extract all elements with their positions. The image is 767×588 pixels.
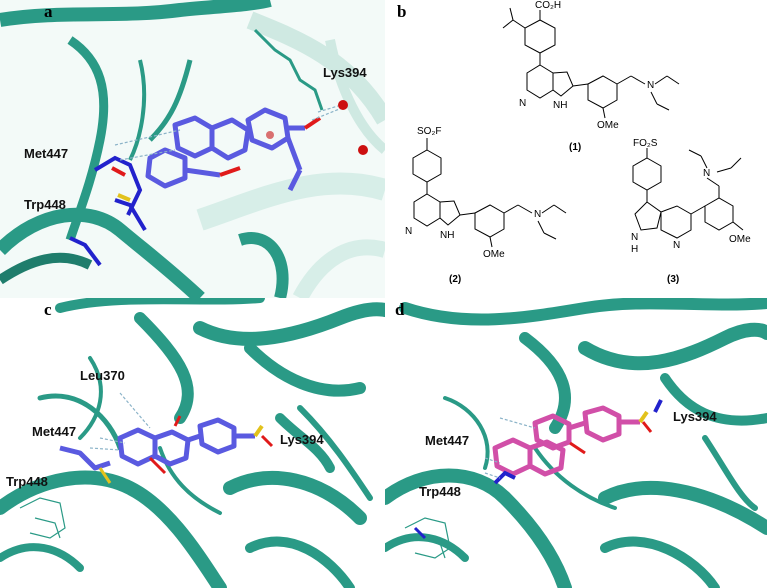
c1-id-label: (1) <box>569 142 581 153</box>
c3-h-label: H <box>631 244 638 255</box>
c1-nh-label: NH <box>553 100 567 111</box>
panel-c-label: c <box>44 300 52 319</box>
panel-b-label: b <box>397 2 407 21</box>
residue-label-lys394-c: Lys394 <box>280 432 324 447</box>
c2-group-label: SO₂F <box>417 126 441 137</box>
c3-ring-n-label: N <box>673 240 680 251</box>
c2-amine-label: N <box>534 209 541 220</box>
c1-ring-n-label: N <box>519 98 526 109</box>
residue-label-leu370-c: Leu370 <box>80 368 125 383</box>
c2-nh-label: NH <box>440 230 454 241</box>
panel-a: a Lys394 Met447 Trp448 <box>0 0 385 298</box>
residue-label-trp448-d: Trp448 <box>419 484 461 499</box>
panel-c-structure <box>0 298 385 588</box>
residue-label-met447-a: Met447 <box>24 146 69 161</box>
c3-nh-label: N <box>631 232 638 243</box>
residue-label-trp448-c: Trp448 <box>6 474 48 489</box>
residue-label-trp448-a: Trp448 <box>24 197 66 212</box>
c3-ome-label: OMe <box>729 234 751 245</box>
c1-ome-label: OMe <box>597 120 619 131</box>
c2-id-label: (2) <box>449 274 461 285</box>
residue-label-met447-d: Met447 <box>425 433 470 448</box>
c1-amine-label: N <box>647 80 654 91</box>
residue-label-lys394-d: Lys394 <box>673 409 717 424</box>
residue-label-lys394-a: Lys394 <box>323 65 367 80</box>
c3-group-label: FO₂S <box>633 138 658 149</box>
panel-c: c Leu370 Met447 Lys394 Trp448 <box>0 298 385 588</box>
c2-ring-n-label: N <box>405 226 412 237</box>
panel-a-label: a <box>44 2 53 21</box>
c2-ome-label: OMe <box>483 249 505 260</box>
residue-label-met447-c: Met447 <box>32 424 77 439</box>
panel-d-label: d <box>395 300 405 319</box>
panel-b: CO₂H N N NH OMe (1) SO₂F N N NH OMe (2) … <box>385 0 767 298</box>
c3-amine-label: N <box>703 168 710 179</box>
c1-acid-label: CO₂H <box>535 0 561 11</box>
panel-d-structure <box>385 298 767 588</box>
c3-id-label: (3) <box>667 274 679 285</box>
panel-b-structures: CO₂H N N NH OMe (1) SO₂F N N NH OMe (2) … <box>405 0 751 285</box>
panel-d: d Lys394 Met447 Trp448 <box>385 298 767 588</box>
panel-a-structure <box>0 0 385 298</box>
